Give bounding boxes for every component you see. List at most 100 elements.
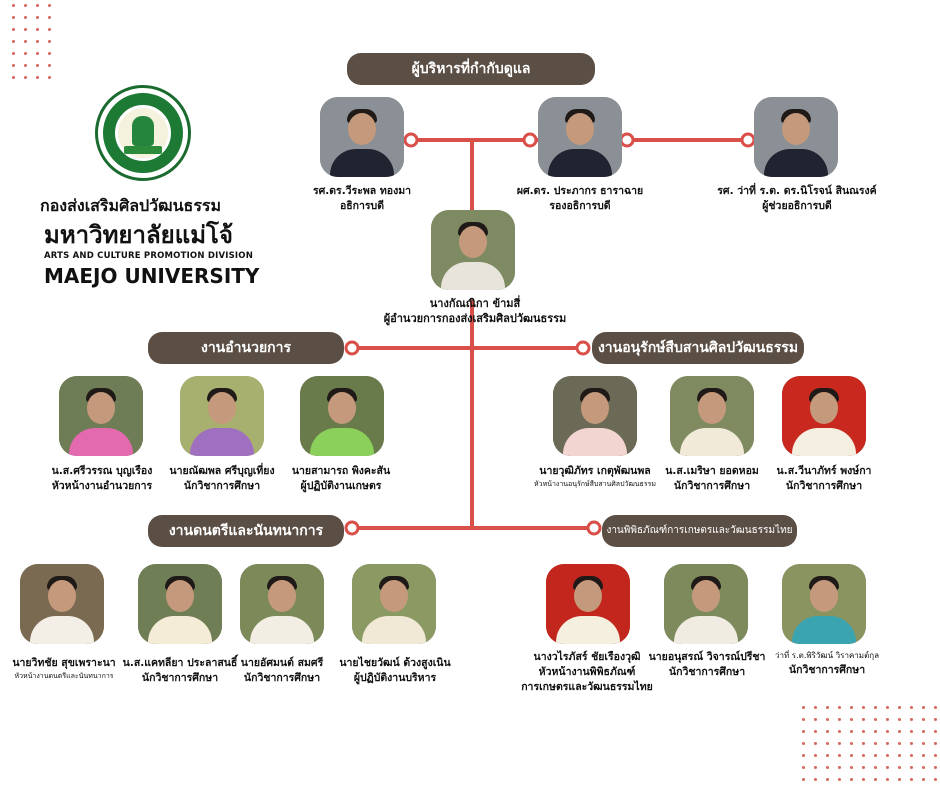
person-name: นายวิทชัย สุขเพราะนา [12,657,116,669]
decorative-dot [874,718,877,721]
person-role: ผู้ปฏิบัติงานเกษตร [300,480,382,492]
decorative-dot [874,706,877,709]
connector-node [403,132,419,148]
decorative-dot [862,706,865,709]
decorative-dot [12,52,15,55]
person-photo [782,376,866,456]
decorative-dot [838,742,841,745]
decorative-dot [802,778,805,781]
decorative-dot [934,718,937,721]
decorative-dot [862,730,865,733]
connector-node [575,340,591,356]
person-caption: น.ส.แคทลียา ประลาสนธิ์ นักวิชาการศึกษา [116,656,244,686]
person-caption: น.ส.วีนาภัทร์ พงษ์กา นักวิชาการศึกษา [764,464,884,494]
person-caption: นายอนุสรณ์ วิจารณ์ปรีชา นักวิชาการศึกษา [644,650,770,680]
connector-node [522,132,538,148]
person-caption: ว่าที่ ร.ต.พิริวัฒน์ วิราคามต์กุล นักวิช… [760,648,894,678]
person-caption: รศ.ดร.วีระพล ทองมา อธิการบดี [302,184,422,214]
decorative-dot [12,76,15,79]
decorative-dot [886,742,889,745]
decorative-dot [850,718,853,721]
decorative-dot [838,754,841,757]
conservation-section-header: งานอนุรักษ์สืบสานศิลปวัฒนธรรม [592,332,804,364]
decorative-dot [862,778,865,781]
decorative-dot [838,718,841,721]
decorative-dot [922,754,925,757]
person-name: น.ส.เมริษา ยอดหอม [665,465,759,477]
decorative-dot [850,754,853,757]
person-role: นักวิชาการศึกษา [788,664,866,676]
person-role: ผู้ช่วยอธิการบดี [762,200,832,212]
decorative-dot [48,40,51,43]
decorative-dot [24,16,27,19]
decorative-dot [922,718,925,721]
person-name: นางวไรภัสร์ ชัยเรืองวุฒิ [533,651,641,663]
decorative-dot [802,742,805,745]
decorative-dot [826,766,829,769]
person-photo [59,376,143,456]
person-name: รศ. ว่าที่ ร.ต. ดร.นิโรจน์ สินณรงค์ [717,185,877,197]
person-photo [782,564,866,644]
person-name: นางกัณณิกา ข้ามสี่ [429,297,521,310]
decorative-dot [24,76,27,79]
decorative-dot [48,52,51,55]
person-name: น.ส.วีนาภัทร์ พงษ์กา [776,465,872,477]
decorative-dot [802,754,805,757]
decorative-dot [874,742,877,745]
person-photo [180,376,264,456]
decorative-dot [12,40,15,43]
admin-section-header: งานอำนวยการ [148,332,344,364]
person-name: นายวุฒิภัทร เกตุพัฒนพล [539,465,651,477]
decorative-dot [934,706,937,709]
person-caption: น.ส.เมริษา ยอดหอม นักวิชาการศึกษา [650,464,774,494]
decorative-dot [886,766,889,769]
person-role-line2: การเกษตรและวัฒนธรรมไทย [521,681,653,693]
person-photo [538,97,622,177]
decorative-dot [12,16,15,19]
decorative-dot [826,730,829,733]
decorative-dot [850,706,853,709]
decorative-dot [24,28,27,31]
person-name: น.ส.แคทลียา ประลาสนธิ์ [122,657,238,669]
decorative-dot [886,754,889,757]
decorative-dot [874,766,877,769]
person-role: นักวิชาการศึกษา [673,480,751,492]
decorative-dot [922,766,925,769]
person-role: หัวหน้างานพิพิธภัณฑ์ [538,666,636,678]
person-caption: นายอัศมนต์ สมศรี นักวิชาการศึกษา [226,656,338,686]
person-role: นักวิชาการศึกษา [183,480,261,492]
person-role: หัวหน้างานอำนวยการ [51,480,153,492]
decorative-dot [814,778,817,781]
decorative-dot [910,766,913,769]
decorative-dot [850,778,853,781]
decorative-dot [838,706,841,709]
decorative-dot [898,742,901,745]
decorative-dot [814,754,817,757]
person-role: นักวิชาการศึกษา [243,672,321,684]
person-name: นายอัศมนต์ สมศรี [240,657,324,669]
decorative-dot [24,64,27,67]
decorative-dot [886,706,889,709]
decorative-dot [910,778,913,781]
decorative-dot [934,766,937,769]
connector-node [344,520,360,536]
decorative-dot [874,730,877,733]
person-role: ผู้อำนวยการกองส่งเสริมศิลปวัฒนธรรม [383,312,567,325]
person-name: น.ส.ศรีวรรณ บุญเรือง [51,465,153,477]
person-photo [240,564,324,644]
decorative-dot [934,778,937,781]
connector-node [586,520,602,536]
person-photo [300,376,384,456]
decorative-dot [814,730,817,733]
decorative-dot [838,778,841,781]
decorative-dot [802,730,805,733]
decorative-dot [898,706,901,709]
decorative-dot [838,766,841,769]
decorative-dot [814,718,817,721]
person-photo [352,564,436,644]
decorative-dot [48,64,51,67]
decorative-dot [36,76,39,79]
decorative-dot [898,778,901,781]
decorative-dot [24,52,27,55]
decorative-dot [850,742,853,745]
